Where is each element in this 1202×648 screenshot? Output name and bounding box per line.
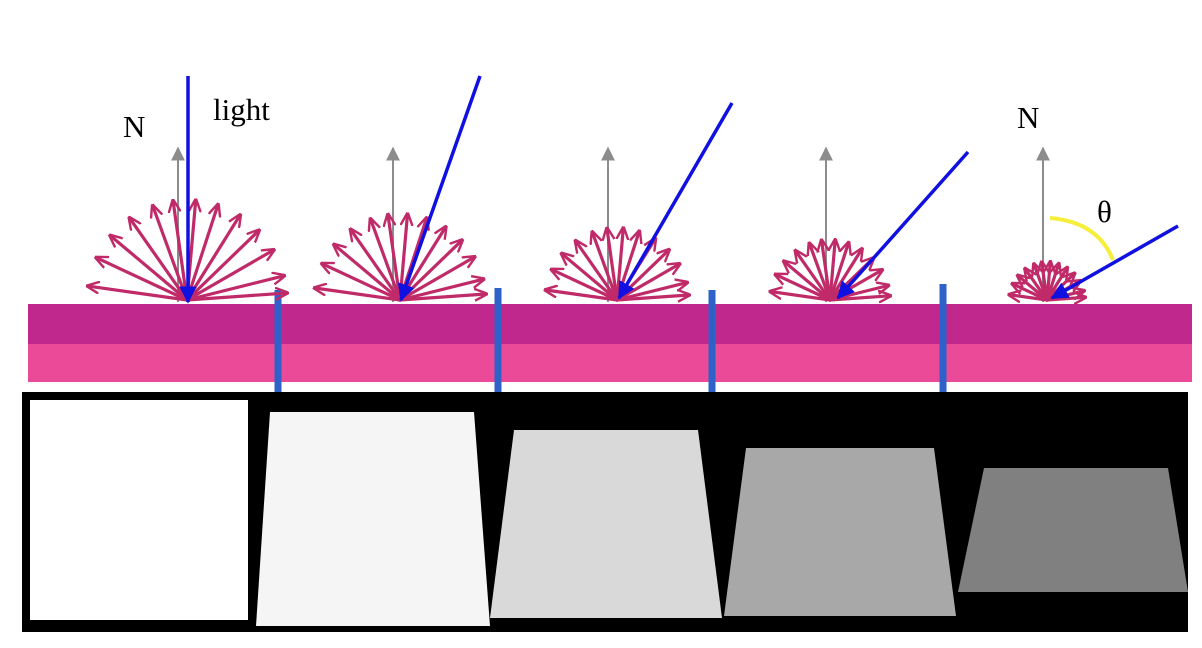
- normal-label-right: N: [1017, 100, 1039, 135]
- normal-label-left: N: [123, 109, 145, 144]
- light-rays: [179, 75, 1179, 304]
- theta-label: θ: [1097, 194, 1112, 229]
- light-label: light: [213, 92, 270, 127]
- reflection-fan-5: [1009, 262, 1085, 300]
- reflection-fan-1: [88, 200, 287, 302]
- panel-dividers: [274, 284, 947, 392]
- diffuse-reflection-fans: [88, 200, 1085, 300]
- surface-bottom-band: [28, 344, 1192, 382]
- light-ray-2: [397, 75, 482, 302]
- shading-panel-4: [724, 448, 956, 616]
- reflection-fan-4: [771, 240, 890, 300]
- light-ray-3: [617, 102, 734, 300]
- shading-panel-3: [490, 430, 722, 618]
- light-ray-4: [836, 150, 970, 300]
- light-ray-5: [1050, 224, 1179, 300]
- reflection-fan-3: [546, 228, 689, 300]
- surface-top-band: [28, 304, 1192, 344]
- shading-panels: [30, 400, 1188, 626]
- reflection-fan-2: [315, 214, 486, 302]
- shading-panel-5: [958, 468, 1188, 592]
- incidence-angle-arc: [1049, 216, 1115, 261]
- shading-panel-2: [256, 412, 490, 626]
- shading-panel-1: [30, 400, 248, 620]
